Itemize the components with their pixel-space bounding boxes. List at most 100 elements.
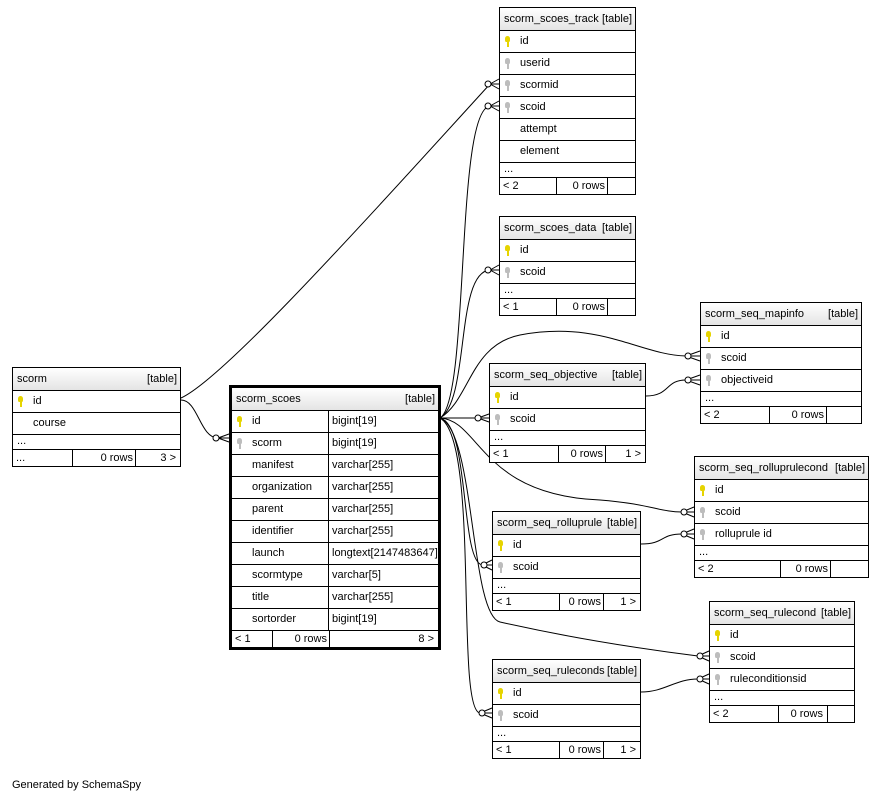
table-header: scorm_seq_objective[table] [490,364,645,387]
column-row[interactable]: id [493,683,640,705]
column-name: course [33,417,67,429]
column-row[interactable]: scoid [500,97,635,119]
column-name: objectiveid [721,374,773,386]
column-type: bigint[19] [328,433,377,454]
pk-key-icon [18,396,23,407]
table-name: scorm_seq_mapinfo [705,308,805,320]
footer-children: 1 > [625,448,641,460]
table-header: scorm_seq_mapinfo[table] [701,303,861,326]
column-row[interactable]: attempt [500,119,635,141]
table-header: scorm_scoes_track[table] [500,8,635,31]
more-columns-ellipsis: ... [13,435,180,450]
column-name: scorm [252,437,282,449]
fk-key-icon [498,710,503,721]
pk-key-icon [237,416,242,427]
column-row[interactable]: id [493,535,640,557]
table-footer: < 1 0 rows 8 > [232,631,438,647]
fk-key-icon [237,438,242,449]
column-row[interactable]: scoid [500,262,635,284]
column-name: id [715,484,724,496]
column-type: varchar[255] [328,587,393,608]
column-row[interactable]: scoid [493,557,640,579]
fk-key-icon [700,529,705,540]
column-row[interactable]: id [500,31,635,53]
column-row[interactable]: id [500,240,635,262]
table-scorm[interactable]: scorm [table] id course ... ... 0 rows 3… [12,367,181,467]
footer-parents: < 1 [235,633,251,645]
column-row[interactable]: scormid [500,75,635,97]
column-name: id [730,629,739,641]
edge-scoes-to-rolluprulecond [439,417,683,513]
edge-scoes-to-data [439,269,491,419]
column-row[interactable]: scorm bigint[19] [232,433,438,455]
column-row[interactable]: scoid [695,502,868,524]
column-name: id [33,395,42,407]
column-row[interactable]: rolluprule id [695,524,868,546]
column-name: identifier [252,525,294,537]
table-header: scorm_scoes [table] [232,388,438,411]
table-name: scorm_seq_rulecond [714,607,817,619]
column-row[interactable]: scoid [490,409,645,431]
table-tag: [table] [821,607,851,619]
table-header: scorm_seq_ruleconds[table] [493,660,640,683]
more-columns-ellipsis: ... [500,163,635,178]
table-name: scorm_scoes_track [504,13,599,25]
column-row[interactable]: scoid [493,705,640,727]
table-name: scorm_scoes [236,393,301,405]
table-header: scorm [table] [13,368,180,391]
column-row[interactable]: ruleconditionsid [710,669,854,691]
column-row[interactable]: scoid [701,348,861,370]
footer-row-count: 0 rows [568,744,601,756]
footer-parents: < 2 [503,180,519,192]
column-name: launch [252,547,285,559]
table-tag: [table] [602,13,632,25]
column-row[interactable]: course [13,413,180,435]
column-type: varchar[255] [328,499,393,520]
footer-parents: < 1 [496,744,512,756]
pk-key-icon [498,688,503,699]
column-row[interactable]: objectiveid [701,370,861,392]
column-row[interactable]: scoid [710,647,854,669]
footer-row-count: 0 rows [570,448,603,460]
column-row[interactable]: id [701,326,861,348]
column-row[interactable]: id [13,391,180,413]
pk-key-icon [715,630,720,641]
column-row[interactable]: element [500,141,635,163]
fk-key-icon [715,674,720,685]
column-row[interactable]: userid [500,53,635,75]
footer-children: 3 > [160,452,176,464]
table-tag: [table] [612,369,642,381]
column-row[interactable]: id [710,625,854,647]
fk-key-icon [505,267,510,278]
column-type: varchar[5] [328,565,381,586]
column-name: id [520,244,529,256]
column-row[interactable]: id [695,480,868,502]
pk-key-icon [498,540,503,551]
pk-key-icon [505,245,510,256]
column-row[interactable]: id [490,387,645,409]
fk-key-icon [706,375,711,386]
table-tag: [table] [607,665,637,677]
